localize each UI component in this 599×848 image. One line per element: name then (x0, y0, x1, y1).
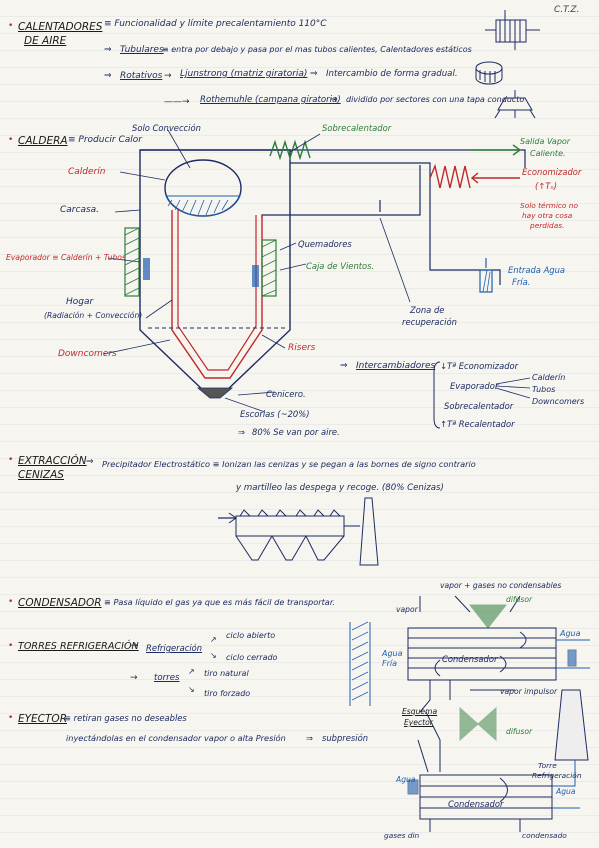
intercambiadores-t1: ↓Tª Economizador (440, 361, 519, 371)
torres-heading: TORRES REFRIGERACIÓN (18, 641, 139, 652)
label-escorias: Escorias (~20%) (240, 409, 310, 419)
intercambiadores-title: Intercambiadores (356, 361, 436, 371)
calentadores-heading-2: DE AIRE (24, 35, 67, 47)
calentadores-heading: CALENTADORES (18, 21, 103, 33)
cond-esquema: Esquema (402, 707, 438, 716)
label-solo-termico-2: hay otra cosa (522, 211, 573, 220)
rothemuhle-result: dividido por sectores con una tapa condu… (346, 95, 525, 104)
label-carcasa: Carcasa. (60, 205, 100, 215)
extraccion-heading: EXTRACCIÓN (18, 455, 87, 467)
intercambiadores-t2: ↑Tª Recalentador (440, 419, 515, 429)
cond-agua-right: Agua (560, 629, 581, 638)
rothemuhle-label: Rothemuhle (campana giratoria) (200, 95, 341, 105)
corner-initials: C.T.Z. (554, 5, 580, 15)
boiler-casing (139, 149, 291, 393)
label-salida-vapor: Salida Vapor (520, 137, 571, 146)
cond-vapor-impulsor: vapor impulsor (500, 687, 558, 696)
torres-refrigeracion: Refrigeración (146, 643, 203, 653)
ljungstrom-sketch (475, 61, 503, 85)
cond-condensado: condensado (522, 831, 567, 840)
cond-condensador-label: Condensador (442, 654, 498, 664)
label-downcomers: Downcomers (58, 349, 117, 359)
cond-difusor2: difusor (506, 727, 533, 736)
label-entrada-agua-2: Fría. (512, 277, 531, 287)
label-tn: (↑Tₙ) (535, 181, 558, 191)
cond-gases-din: gases din (384, 831, 420, 840)
calentadores-def: ≡ Funcionalidad y límite precalentamient… (104, 19, 327, 29)
intercambiadores-calderin: Calderín (532, 373, 566, 382)
torres-tiro-forzado: tiro forzado (204, 689, 251, 698)
label-calderin: Calderín (68, 167, 106, 177)
eyector-heading: EYECTOR (18, 713, 67, 725)
caldera-heading: CALDERA (18, 135, 68, 147)
condensador-def: ≡ Pasa líquido el gas ya que es más fáci… (104, 597, 336, 607)
ljungstrom-result: Intercambio de forma gradual. (326, 69, 458, 79)
label-salida-vapor-2: Caliente. (530, 149, 566, 158)
label-caja-vientos: Caja de Vientos. (306, 261, 375, 271)
cond-torre-2: Refrigeración (532, 771, 582, 780)
label-cenicero: Cenicero. (266, 389, 306, 399)
precipitador-sketch (218, 497, 379, 566)
label-entrada-agua: Entrada Agua (508, 265, 566, 275)
label-evaporador: Evaporador ≡ Calderín + Tubos (6, 253, 126, 262)
label-sobrecalentador: Sobrecalentador (322, 123, 392, 133)
intercambiadores-downcomers: Downcomers (532, 397, 585, 406)
label-hogar: Hogar (66, 297, 94, 307)
label-ochenta: 80% Se van por aire. (252, 427, 340, 437)
cond-agua-fria: Agua (382, 649, 403, 658)
extraccion-heading-2: CENIZAS (18, 469, 64, 481)
cond-agua-torre: Agua (556, 787, 576, 796)
ljungstrom-label: Ljunstrong (matriz giratoria) (180, 69, 308, 79)
economizador-coil (429, 163, 471, 189)
eyector-result: subpresión (322, 733, 369, 743)
cond-vapor: vapor (396, 605, 418, 614)
intercambiadores-evaporador: Evaporador (450, 381, 499, 391)
cond-esquema-2: Eyector (404, 718, 433, 727)
cond-agua-fria-2: Fría (382, 659, 398, 668)
tubulares-def: ≡ entra por debajo y pasa por el mas tub… (162, 45, 472, 54)
cond-vapor-gases: vapor + gases no condensables (440, 581, 562, 590)
torres-ciclo-abierto: ciclo abierto (226, 631, 276, 640)
extraccion-line1: Precipitador Electrostático ≡ Ionizan la… (102, 459, 476, 469)
label-hogar-2: (Radiación + Convección) (44, 311, 143, 320)
intercambiadores-sobrecalentador: Sobrecalentador (444, 401, 514, 411)
cond-difusor: difusor (506, 595, 533, 604)
eyector-line1: ≡ retiran gases no deseables (64, 713, 187, 723)
cond-agua-low: Agua (396, 775, 416, 784)
label-solo-termico-3: perdidas. (530, 221, 565, 230)
torres-ciclo-cerrado: ciclo cerrado (226, 653, 278, 662)
sobrecalentador-coil (269, 139, 311, 161)
tubular-heater-sketch (485, 10, 540, 50)
condensador-heading: CONDENSADOR (18, 597, 102, 609)
label-solo-conveccion: Solo Convección (132, 123, 201, 133)
torres-torres: torres (154, 673, 180, 683)
torres-tiro-natural: tiro natural (204, 669, 249, 678)
caja-vientos-right (261, 239, 277, 297)
caldera-def: ≡ Producir Calor (68, 135, 142, 145)
rothemuhle-sketch (494, 90, 536, 119)
label-zona-recuperacion-2: recuperación (402, 317, 457, 327)
label-solo-termico: Solo térmico no (520, 201, 579, 210)
label-risers: Risers (288, 343, 316, 353)
condensador-sketch (349, 595, 590, 832)
label-zona-recuperacion: Zona de (410, 305, 445, 315)
intercambiadores-tubos: Tubos (532, 385, 556, 394)
cond-torre: Torre (538, 761, 557, 770)
eyector-line2: inyectándolas en el condensador vapor o … (66, 733, 286, 743)
label-economizador: Economizador (522, 167, 582, 177)
tubulares-label: Tubulares (120, 45, 164, 55)
label-quemadores: Quemadores (298, 239, 352, 249)
risers-loop (171, 210, 263, 379)
extraccion-line2: y martilleo las despega y recoge. (80% C… (236, 483, 444, 493)
cond-condensador-label2: Condensador (448, 799, 504, 809)
rotativos-label: Rotativos (120, 71, 163, 81)
